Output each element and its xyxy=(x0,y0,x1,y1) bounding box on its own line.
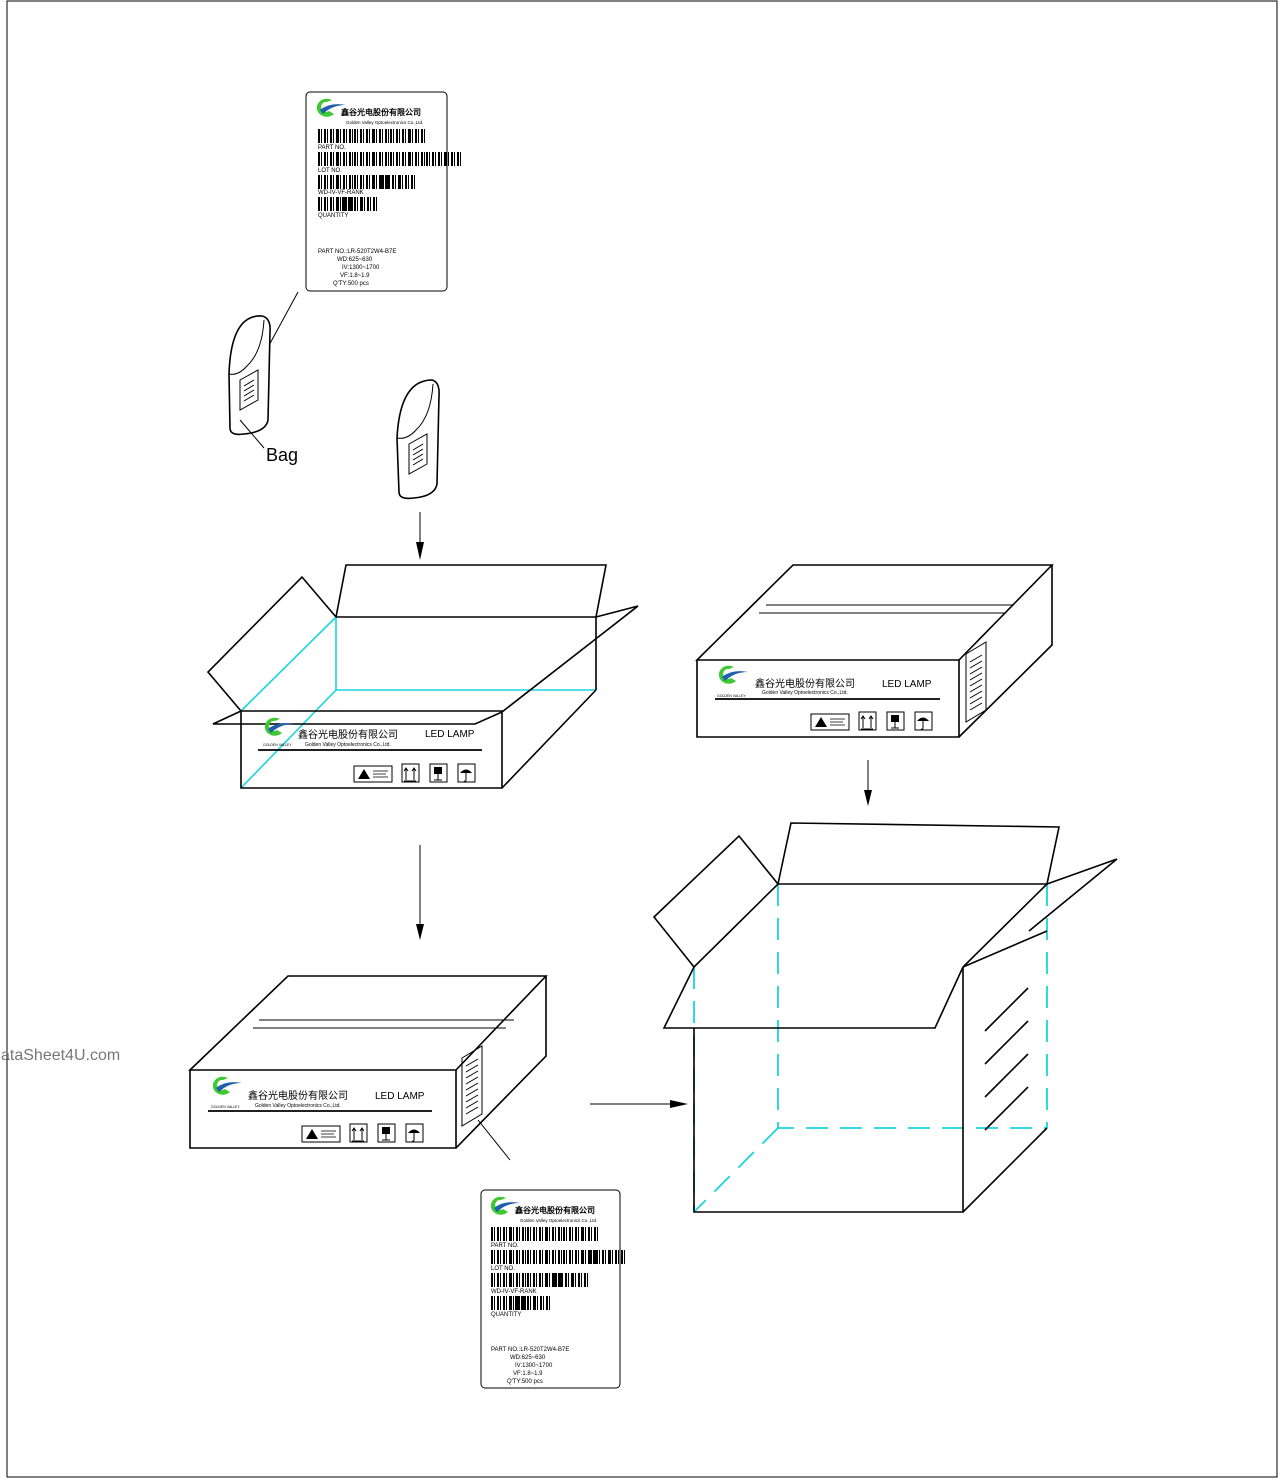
box-logo-caption: GOLDEN VALLEY xyxy=(717,694,746,698)
label-field-part-no: PART NO. xyxy=(491,1243,519,1249)
label-field-rank: WD-IV-VF-RANK xyxy=(491,1289,537,1295)
barcode-quantity xyxy=(318,197,377,211)
arrow-right xyxy=(590,1100,688,1108)
label-company-cn: 鑫谷光电股份有限公司 xyxy=(340,107,421,117)
barcode-part-no xyxy=(491,1227,598,1241)
box-company-cn: 鑫谷光电股份有限公司 xyxy=(755,677,855,690)
label-part-no: PART NO.:LR-520T2W4-B7E xyxy=(491,1347,569,1353)
handling-icons xyxy=(810,711,933,731)
label-field-part-no: PART NO. xyxy=(318,145,346,151)
box-logo-icon xyxy=(212,1076,242,1095)
box-logo-icon xyxy=(718,665,748,684)
label-field-quantity: QUANTITY xyxy=(491,1312,521,1318)
label-iv: IV:1300~1700 xyxy=(342,265,380,271)
box-logo-caption: GOLDEN VALLEY xyxy=(263,743,292,747)
box-company-en: Golden Valley Optoelectronics Co.,Ltd. xyxy=(305,742,391,748)
side-label-icon xyxy=(965,641,987,723)
label-qty: Q'TY:500 pcs xyxy=(333,281,369,287)
handling-icons xyxy=(301,1123,424,1143)
box-product: LED LAMP xyxy=(425,729,475,740)
barcode-rank xyxy=(318,175,415,189)
box-product: LED LAMP xyxy=(375,1091,425,1102)
label-vf: VF:1.8~1.9 xyxy=(513,1371,543,1377)
label-vf: VF:1.8~1.9 xyxy=(340,273,370,279)
label-wd: WD:625~630 xyxy=(510,1355,546,1361)
box-company-cn: 鑫谷光电股份有限公司 xyxy=(298,728,398,741)
label-field-rank: WD-IV-VF-RANK xyxy=(318,190,364,196)
barcode-rank xyxy=(491,1273,588,1287)
label-field-lot-no: LOT NO. xyxy=(491,1266,515,1272)
box-logo-icon xyxy=(264,717,294,736)
inner-box-open: GOLDEN VALLEY 鑫谷光电股份有限公司 Golden Valley O… xyxy=(206,564,639,789)
box-product: LED LAMP xyxy=(882,679,932,690)
antistatic-bag-center xyxy=(396,379,440,500)
arrow-down-2 xyxy=(416,845,424,940)
label-company-cn: 鑫谷光电股份有限公司 xyxy=(514,1205,595,1215)
antistatic-bag-left xyxy=(228,315,271,436)
outer-carton-open xyxy=(652,822,1118,1213)
barcode-lot-no xyxy=(318,152,461,166)
barcode-quantity xyxy=(491,1296,550,1310)
side-label-icon xyxy=(461,1045,483,1127)
handling-icons xyxy=(353,763,476,783)
barcode-lot-no xyxy=(491,1250,625,1264)
watermark: ataSheet4U.com xyxy=(1,1047,120,1064)
box-company-cn: 鑫谷光电股份有限公司 xyxy=(248,1089,348,1102)
label-qty: Q'TY:500 pcs xyxy=(507,1379,543,1385)
label-field-lot-no: LOT NO. xyxy=(318,168,342,174)
callout-bag: Bag xyxy=(266,445,298,465)
label-company-en: Golden Valley Optoelectronics Co.,Ltd. xyxy=(346,120,423,125)
label-part-no: PART NO.:LR-520T2W4-B7E xyxy=(318,249,396,255)
product-label-bottom: 鑫谷光电股份有限公司 Golden Valley Optoelectronics… xyxy=(480,1189,625,1389)
box-company-en: Golden Valley Optoelectronics Co.,Ltd. xyxy=(255,1103,341,1109)
box-company-en: Golden Valley Optoelectronics Co.,Ltd. xyxy=(762,690,848,696)
inner-box-sealed: GOLDEN VALLEY 鑫谷光电股份有限公司 Golden Valley O… xyxy=(188,975,548,1149)
arrow-down-3 xyxy=(864,760,872,806)
label-field-quantity: QUANTITY xyxy=(318,213,348,219)
label-wd: WD:625~630 xyxy=(337,257,373,263)
product-label-top: 鑫谷光电股份有限公司 Golden Valley Optoelectronics… xyxy=(305,91,461,292)
label-iv: IV:1300~1700 xyxy=(515,1363,553,1369)
page-border xyxy=(6,0,1278,1478)
box-logo-caption: GOLDEN VALLEY xyxy=(211,1105,240,1109)
label-company-en: Golden Valley Optoelectronics Co.,Ltd. xyxy=(520,1218,597,1223)
arrow-down-1 xyxy=(416,512,424,560)
barcode-part-no xyxy=(318,129,425,143)
inner-box-sealed-right: GOLDEN VALLEY 鑫谷光电股份有限公司 Golden Valley O… xyxy=(695,564,1054,738)
